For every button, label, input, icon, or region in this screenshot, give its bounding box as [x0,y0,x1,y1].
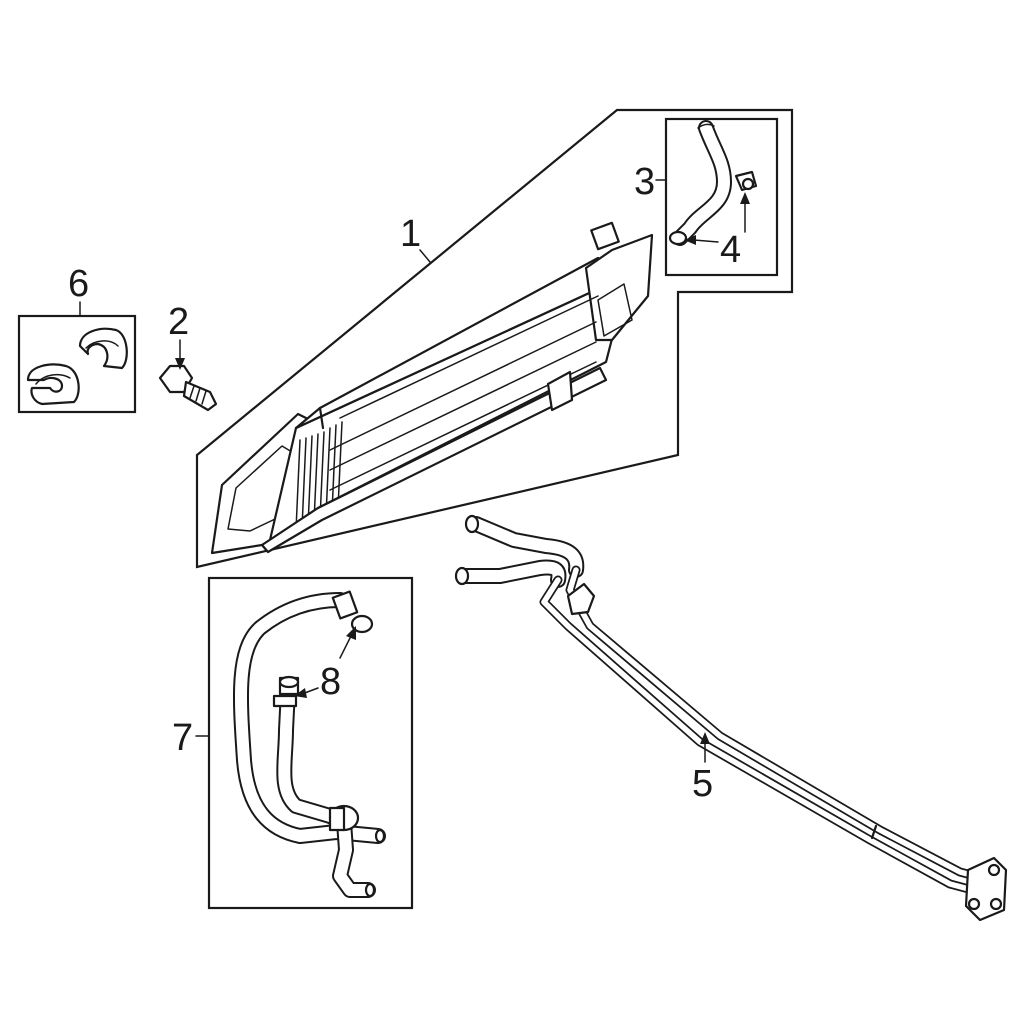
callout-2: 2 [168,301,189,370]
hose-clamp[interactable] [734,170,758,192]
callout-8: 8 [294,626,356,703]
callout-5: 5 [692,732,713,805]
callout-6: 6 [68,263,89,317]
svg-text:8: 8 [320,661,341,703]
svg-text:7: 7 [172,717,193,759]
svg-text:2: 2 [168,301,189,343]
oil-cooler-group: 1 [195,108,794,569]
callout-7: 7 [172,717,210,759]
svg-text:4: 4 [720,229,741,271]
svg-text:1: 1 [400,213,421,255]
clips-inset-group: 6 [17,263,137,414]
svg-text:6: 6 [68,263,89,305]
tube-assembly-group: 7 8 [172,576,414,910]
cooler-hose[interactable] [668,120,732,246]
cooler-line-assembly[interactable] [454,514,1008,922]
hose-inset-group: 3 4 [634,117,779,277]
cooler-tube-assembly[interactable] [233,590,386,898]
oil-cooler[interactable] [210,221,654,555]
callout-3: 3 [634,161,667,203]
svg-text:5: 5 [692,763,713,805]
callout-4: 4 [684,192,750,271]
svg-text:3: 3 [634,161,655,203]
retainer-clip-upper[interactable] [78,327,128,370]
callout-1: 1 [400,213,431,263]
mounting-bolt[interactable] [158,364,218,412]
retainer-clip-lower[interactable] [26,363,80,406]
